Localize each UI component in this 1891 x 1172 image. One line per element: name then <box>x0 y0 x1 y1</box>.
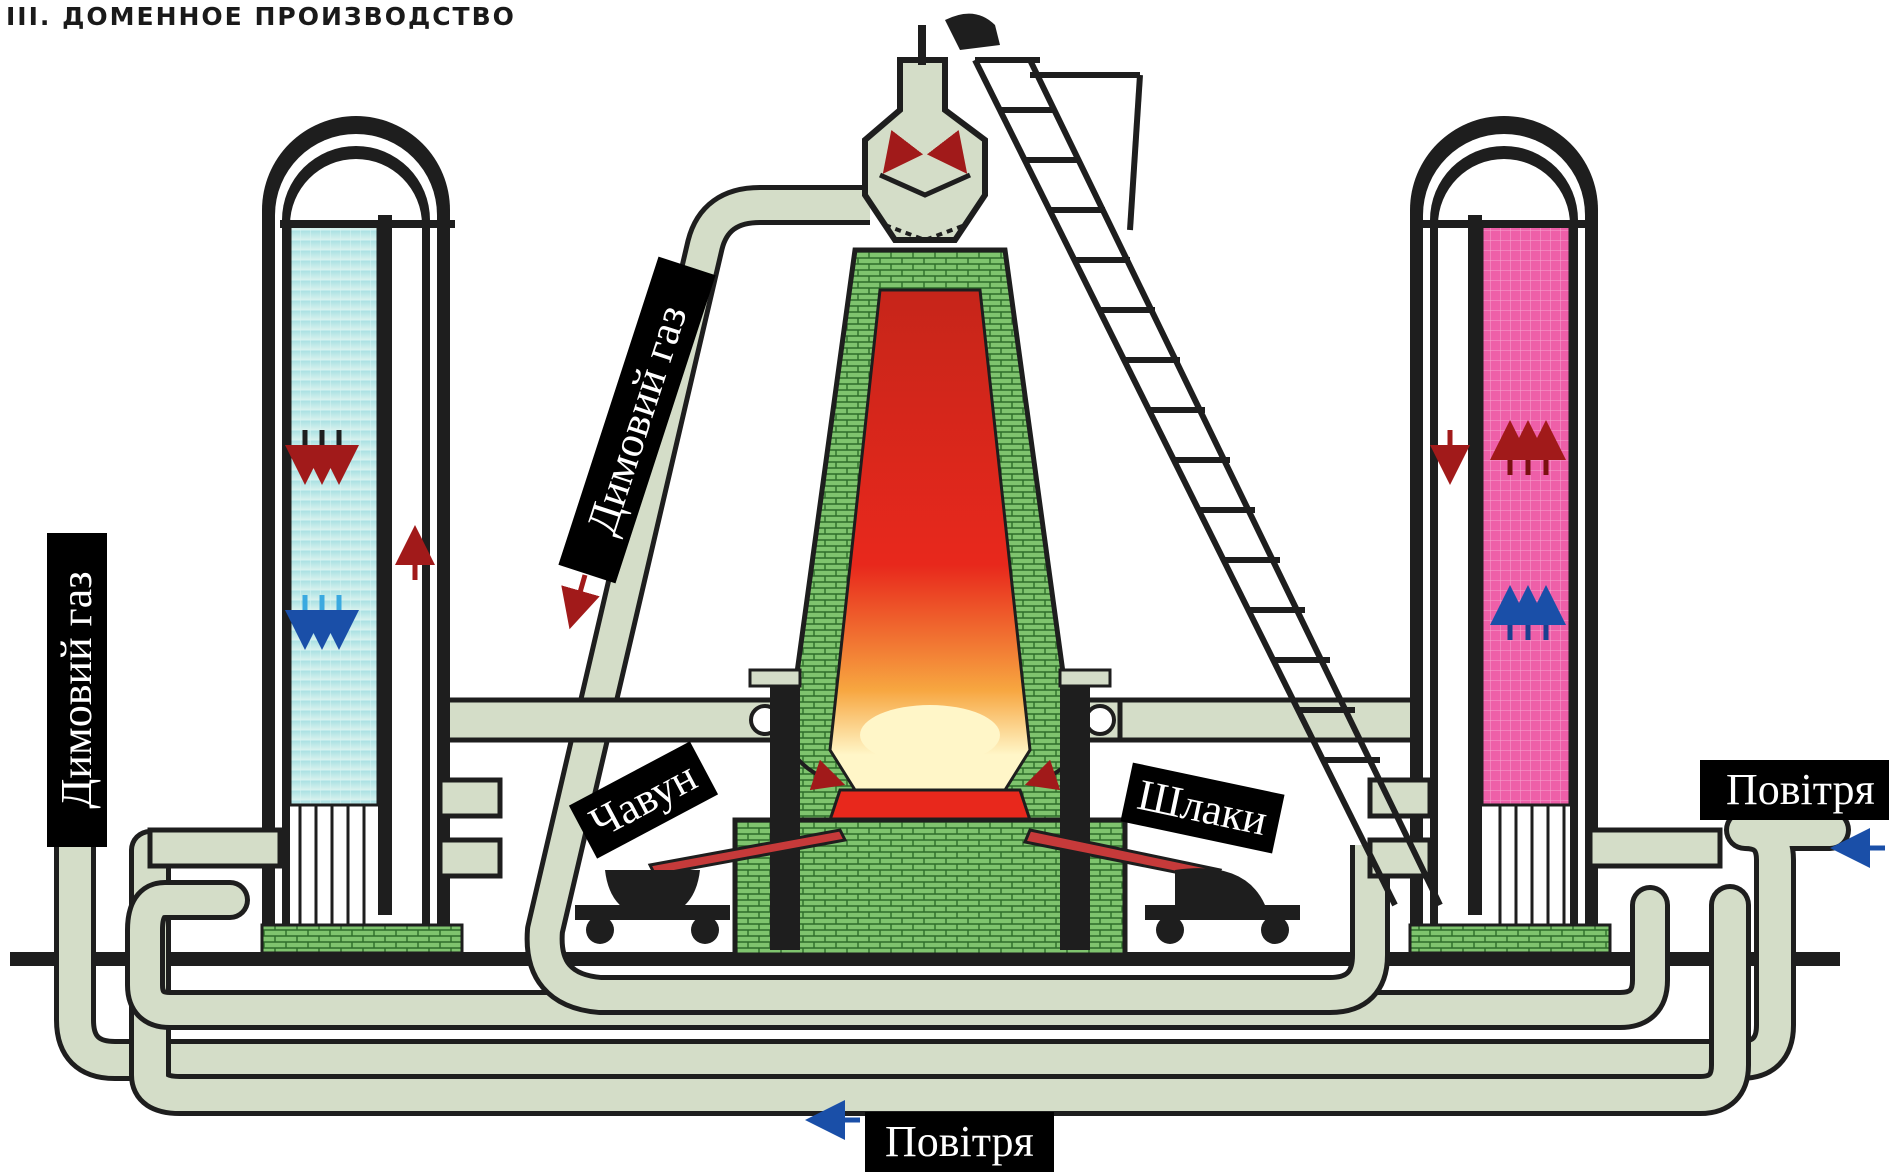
flue-gas-label-left: Димовий газ <box>47 533 107 847</box>
furnace-top <box>865 14 1000 240</box>
left-hot-blast-stove <box>262 116 462 953</box>
page-title: III. ДОМЕННОЕ ПРОИЗВОДСТВО <box>6 2 516 31</box>
pig-iron-ladle-car <box>575 870 730 944</box>
air-label-bottom: Повітря <box>865 1112 1054 1172</box>
slag-ladle-car <box>1145 868 1300 944</box>
right-hot-blast-stove <box>1410 116 1610 953</box>
air-label-right: Повітря <box>1700 760 1889 820</box>
